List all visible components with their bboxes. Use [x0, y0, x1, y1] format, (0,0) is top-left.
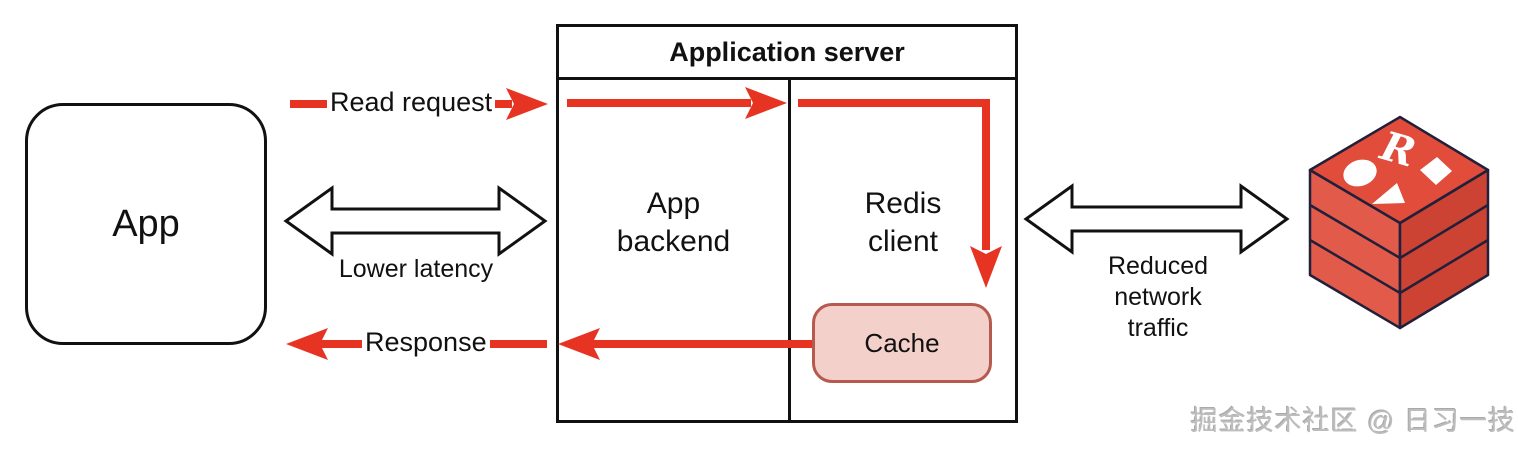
redis-top-triangle-glyph — [1372, 183, 1405, 204]
app-backend-label: App backend — [559, 185, 788, 261]
reduced-network-traffic-label: Reduced network traffic — [1058, 251, 1258, 344]
app-node: App — [25, 103, 267, 345]
column-divider — [788, 80, 791, 420]
app-label: App — [112, 202, 180, 245]
lower-latency-double-arrow — [283, 185, 548, 257]
redis-client-label: Redis client — [791, 185, 1015, 261]
read-request-label: Read request — [327, 87, 496, 118]
reduced-network-traffic-line2: network — [1114, 283, 1202, 311]
redis-top-circle-glyph — [1343, 159, 1377, 187]
redis-client-label-line2: client — [867, 225, 939, 258]
response-label: Response — [362, 327, 490, 358]
response-outer-arrowhead — [286, 328, 328, 360]
app-backend-label-line2: backend — [616, 225, 731, 258]
cache-label: Cache — [864, 327, 940, 358]
application-server-title: Application server — [559, 27, 1015, 80]
redis-top-square-glyph — [1420, 157, 1452, 185]
redis-cube-logo-icon: R — [1308, 115, 1490, 330]
redis-cube-layer-lines — [1309, 203, 1489, 295]
reduced-network-traffic-line3: traffic — [1127, 314, 1189, 342]
read-request-outer-arrowhead — [506, 88, 548, 120]
redis-cube-top-face — [1308, 115, 1490, 225]
reduced-traffic-double-arrow — [1023, 183, 1290, 255]
watermark-text: 掘金技术社区 @ 日习一技 — [1190, 406, 1516, 436]
redis-client-label-line1: Redis — [864, 187, 942, 220]
reduced-network-traffic-line1: Reduced — [1107, 252, 1209, 280]
lower-latency-label: Lower latency — [338, 255, 494, 283]
app-backend-label-line1: App — [646, 187, 701, 220]
cache-node: Cache — [812, 303, 992, 383]
